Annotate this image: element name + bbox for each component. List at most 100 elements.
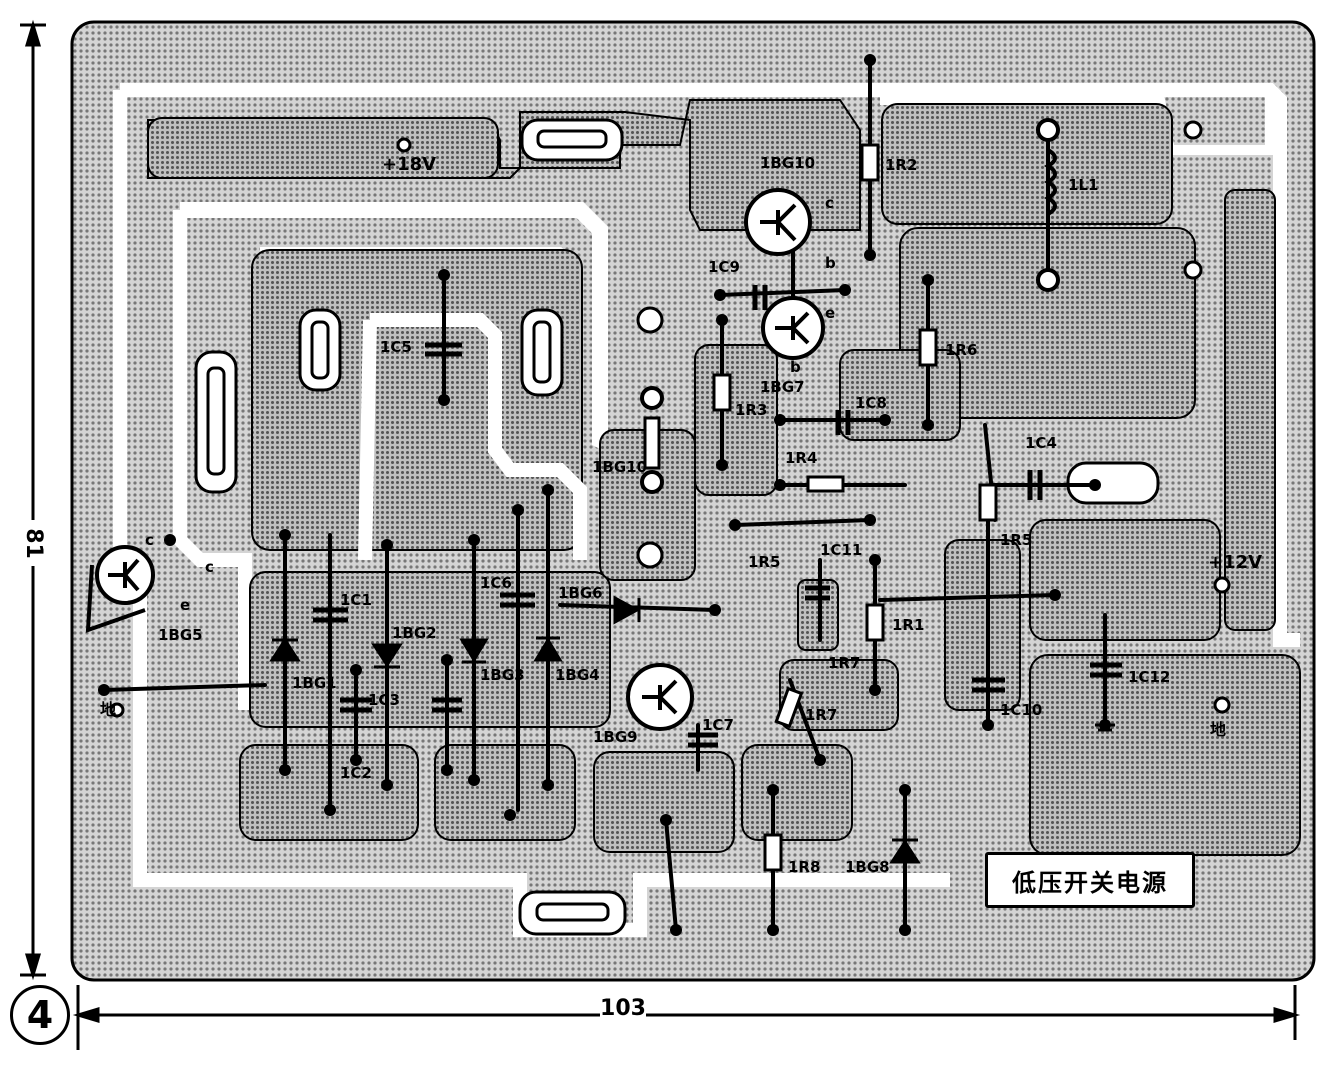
diode-bg8 xyxy=(889,839,921,864)
label-ground2: 地 xyxy=(1210,720,1226,739)
label-bg3: 1BG3 xyxy=(480,666,525,684)
resistor-r2 xyxy=(860,143,880,182)
label-c7: 1C7 xyxy=(702,716,734,734)
label-c4: 1C4 xyxy=(1025,434,1057,452)
pad-12v xyxy=(1029,519,1221,641)
mount-hole xyxy=(109,702,125,718)
pad-18v-body xyxy=(147,117,499,179)
mount-hole xyxy=(1213,696,1231,714)
label-c5: 1C5 xyxy=(380,338,412,356)
label-ground1: 地 xyxy=(100,700,116,719)
label-bg10: 1BG10 xyxy=(592,458,647,476)
pad-bottom-3 xyxy=(593,751,735,853)
label-r8: 1R8 xyxy=(788,858,820,876)
mount-hole xyxy=(1183,260,1203,280)
inductor-l1 xyxy=(1036,118,1060,292)
pad-c10 xyxy=(944,539,1021,711)
pad-right-upper xyxy=(881,103,1173,225)
label-pin-e: e xyxy=(825,304,835,322)
label-r5: 1R5 xyxy=(1000,531,1032,549)
label-pin-c2: c xyxy=(145,531,154,549)
label-bg2: 1BG2 xyxy=(392,624,437,642)
mount-hole xyxy=(1183,120,1203,140)
resistor-r1 xyxy=(865,603,885,642)
figure-number: 4 xyxy=(10,985,70,1045)
mount-hole xyxy=(636,306,664,334)
pad-right-strip xyxy=(1224,189,1276,631)
pad-bottom-4 xyxy=(741,744,853,841)
label-r5b: 1R5 xyxy=(748,553,780,571)
diode-bg1 xyxy=(269,637,301,662)
label-r2: 1R2 xyxy=(885,156,917,174)
height-dimension: 81 xyxy=(18,520,48,566)
label-bg9: 1BG9 xyxy=(593,728,638,746)
label-c2: 1C2 xyxy=(340,764,372,782)
label-pin-e2: e xyxy=(180,596,190,614)
label-bg6: 1BG6 xyxy=(558,584,603,602)
channel-c5 xyxy=(370,313,587,560)
label-bg8-diode: 1BG8 xyxy=(845,858,890,876)
label-pin-c3: c xyxy=(205,558,214,576)
label-r1: 1R1 xyxy=(892,616,924,634)
ground-symbols xyxy=(1095,723,1115,732)
slot-left-2-inner xyxy=(310,320,330,380)
label-l1: 1L1 xyxy=(1068,176,1098,194)
label-bg1: 1BG1 xyxy=(292,674,337,692)
label-r4: 1R4 xyxy=(785,449,817,467)
label-pin-b: b xyxy=(825,254,836,272)
slot-bottom-inner xyxy=(535,902,610,922)
label-plus12: +12V xyxy=(1208,552,1262,573)
resistor-r5 xyxy=(978,483,998,522)
mount-hole xyxy=(396,137,412,153)
label-pin-b2: b xyxy=(790,358,801,376)
diagram-title: 低压开关电源 xyxy=(985,852,1195,908)
mount-hole xyxy=(636,541,664,569)
slot-left-3-inner xyxy=(532,320,552,384)
diode-bg2 xyxy=(371,643,403,668)
label-r7: 1R7 xyxy=(828,654,860,672)
channel-c5-left xyxy=(358,319,377,561)
transistor-pins xyxy=(85,203,810,715)
pad-center-left xyxy=(251,249,583,551)
label-c1: 1C1 xyxy=(340,591,372,609)
label-pin-c: c xyxy=(825,194,834,212)
diodes xyxy=(269,595,921,864)
label-bg8: 1BG10 xyxy=(760,154,815,172)
pad-bottom-2 xyxy=(434,744,576,841)
diode-bg6 xyxy=(613,595,641,625)
outer-track-gap xyxy=(120,83,1300,647)
slot-left-1-inner xyxy=(206,366,226,476)
label-c10: 1C10 xyxy=(1000,701,1042,719)
solder-joints xyxy=(98,54,1111,936)
resistor-r3 xyxy=(712,373,732,412)
label-plus18: +18V xyxy=(382,154,436,175)
resistor-r6 xyxy=(918,328,938,367)
resistor-r4 xyxy=(806,475,845,493)
label-c11: 1C11 xyxy=(820,541,862,559)
mount-hole xyxy=(1213,576,1231,594)
label-bg5: 1BG5 xyxy=(158,626,203,644)
width-dimension: 103 xyxy=(600,996,646,1021)
label-c12: 1C12 xyxy=(1128,668,1170,686)
bottom-track-gap xyxy=(133,575,950,937)
pad-r7 xyxy=(779,659,899,731)
labels: +18V +12V 地 地 1R2 1BG10 1L1 1C9 1BG7 1R3… xyxy=(100,154,1262,876)
diode-bg3 xyxy=(459,638,489,663)
pad-left-mid xyxy=(249,571,611,728)
label-r6: 1R6 xyxy=(945,341,977,359)
resistor-r8 xyxy=(763,833,783,872)
label-bg4: 1BG4 xyxy=(555,666,600,684)
resistors xyxy=(643,143,998,872)
label-c9: 1C9 xyxy=(708,258,740,276)
label-r3: 1R3 xyxy=(735,401,767,419)
label-c6: 1C6 xyxy=(480,574,512,592)
label-bg7: 1BG7 xyxy=(760,378,805,396)
resistor-r7 xyxy=(774,686,804,729)
label-r7b: 1R7 xyxy=(805,706,837,724)
label-c8: 1C8 xyxy=(855,394,887,412)
pad-bg10-top xyxy=(640,386,664,410)
label-c3: 1C3 xyxy=(368,691,400,709)
slot-top-inner xyxy=(536,129,608,149)
diode-bg4 xyxy=(533,637,563,662)
